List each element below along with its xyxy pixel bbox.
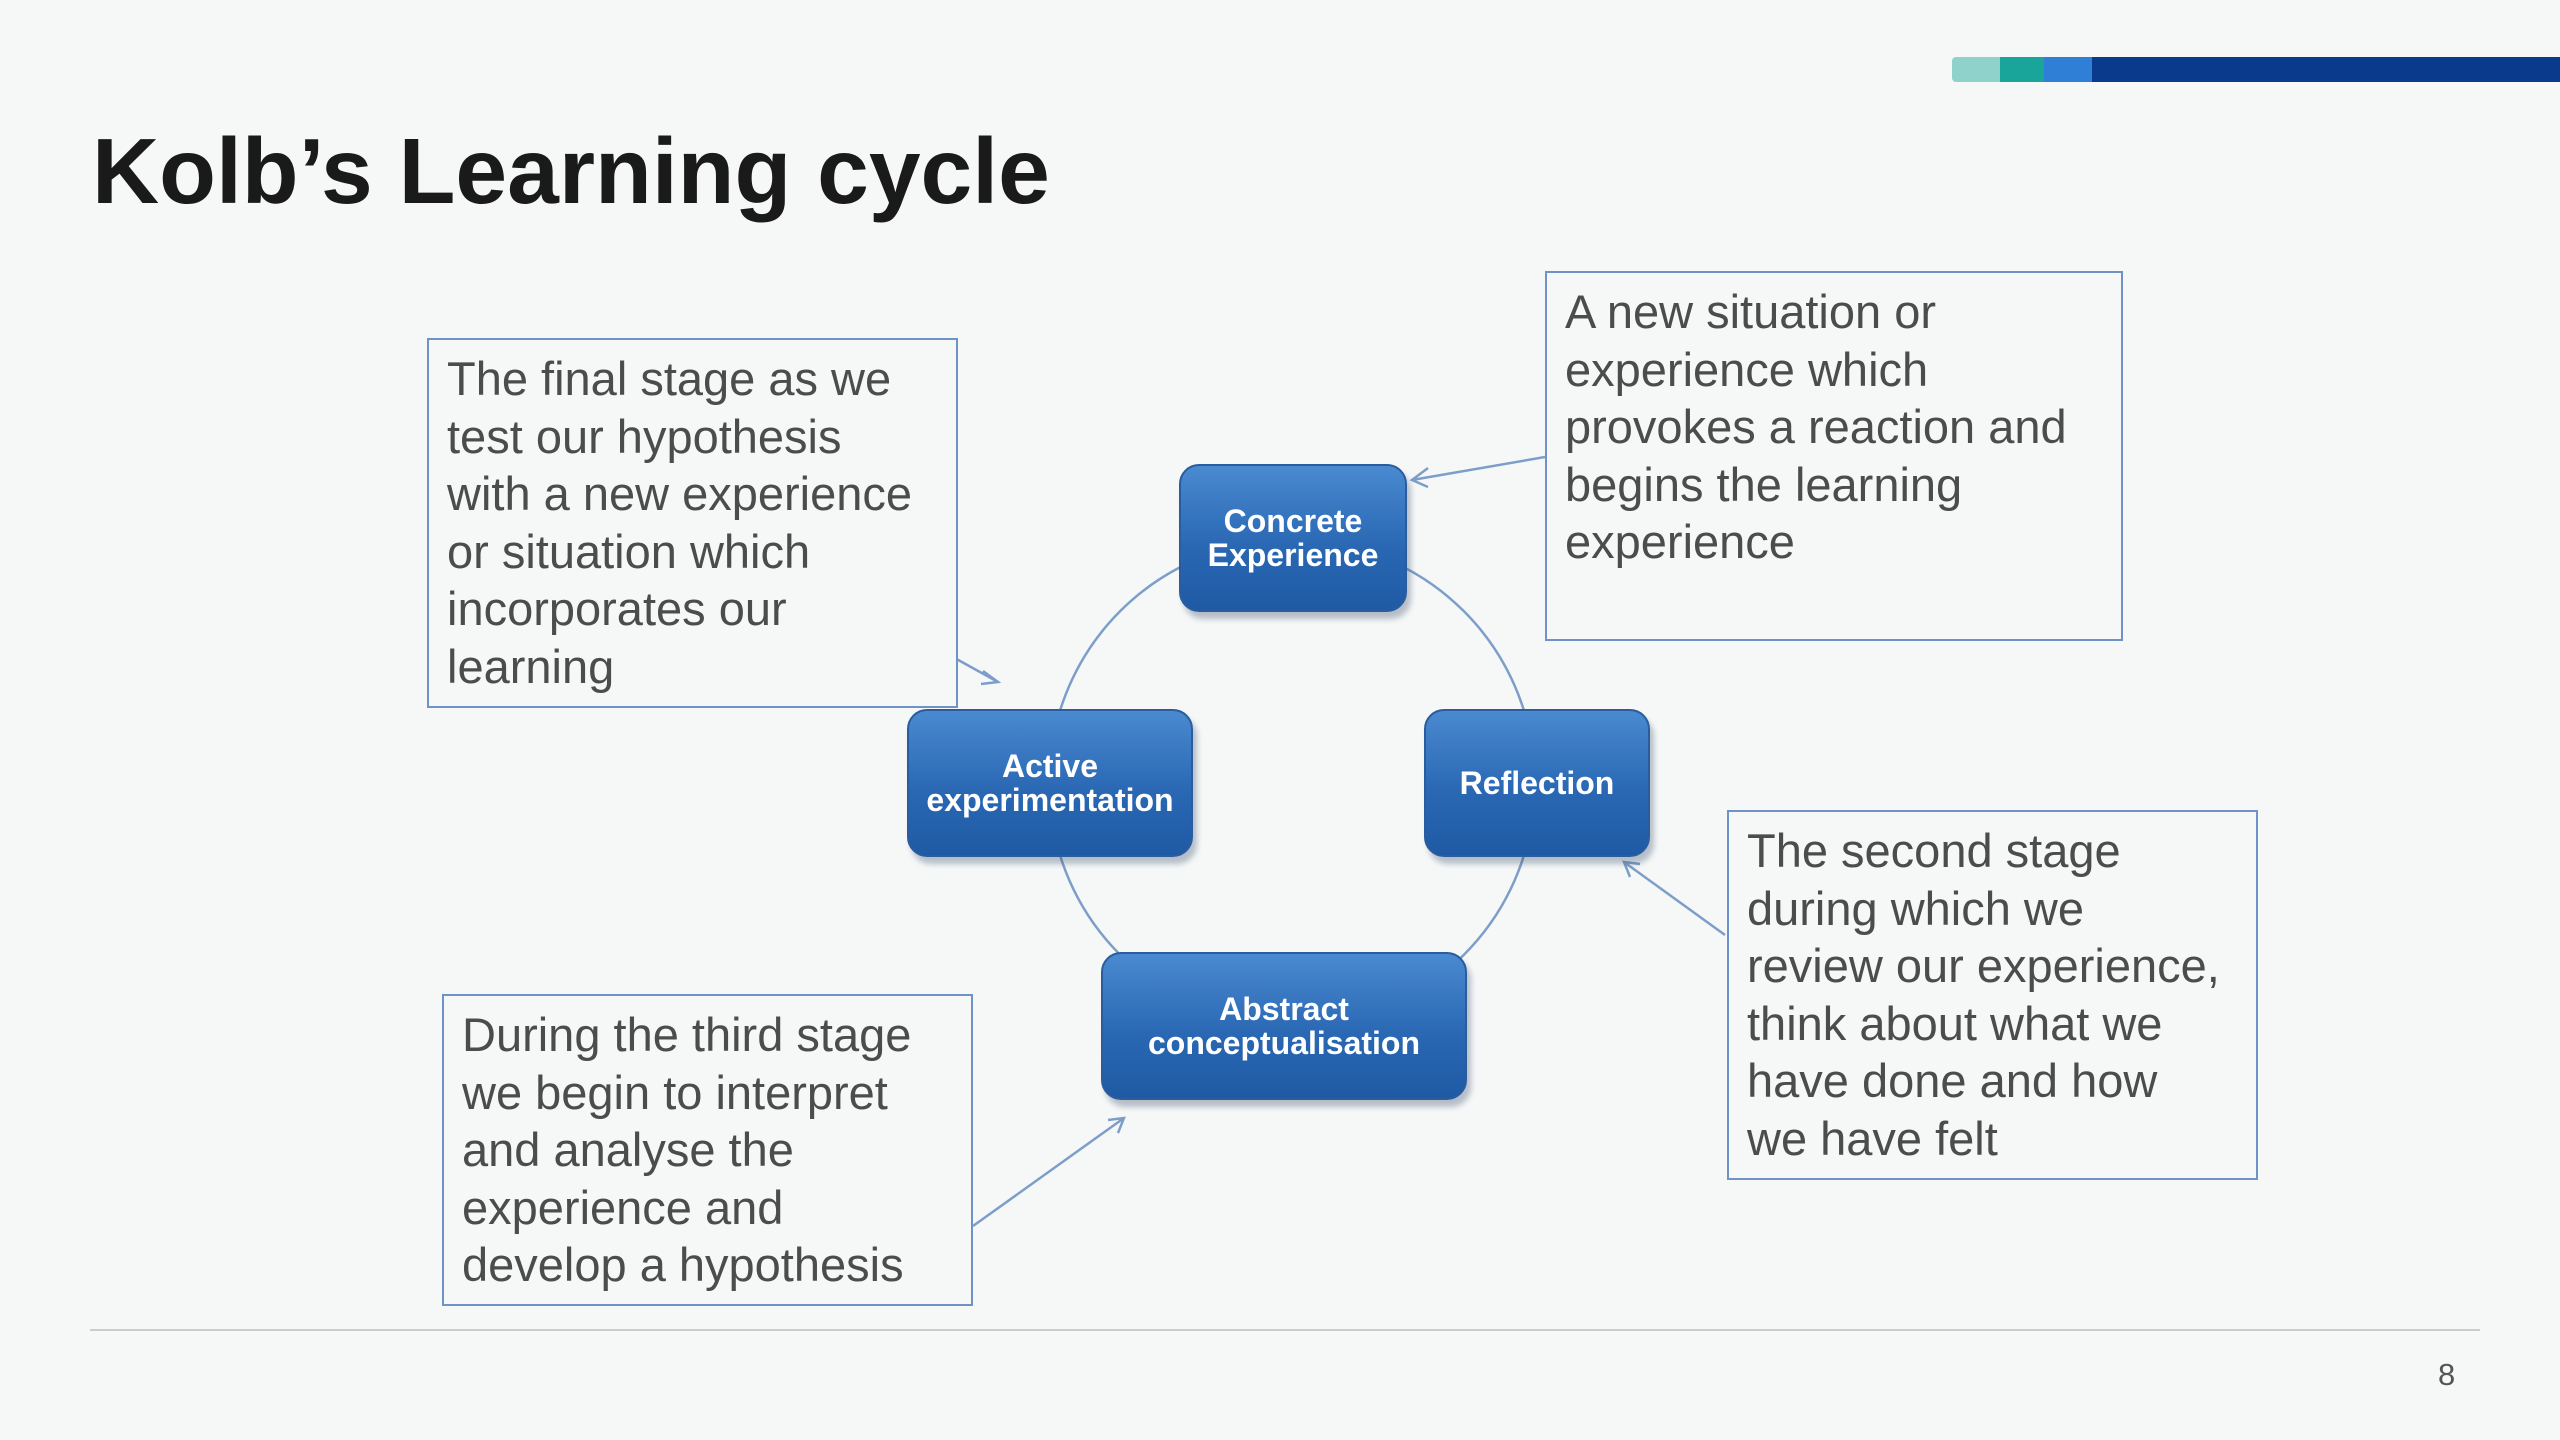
arrow-concrete [1411,455,1546,482]
callout-reflection: The second stage during which we review … [1727,810,2258,1180]
footer-divider [90,1329,2480,1331]
slide-title: Kolb’s Learning cycle [92,119,1050,223]
stage-abstract-conceptualisation: Abstract conceptualisation [1101,952,1467,1100]
accent-bar-3 [2044,57,2092,82]
arrow-abstract [972,1116,1125,1228]
stage-active-experimentation: Active experimentation [907,709,1193,857]
callout-active-experimentation: The final stage as we test our hypothesi… [427,338,958,708]
stage-concrete-experience: Concrete Experience [1179,464,1407,612]
callout-concrete-experience: A new situation or experience which prov… [1545,271,2123,641]
accent-bar-4 [2092,57,2560,82]
accent-bar-2 [2000,57,2044,82]
accent-bar-1 [1952,57,2000,82]
arrow-reflection [1623,860,1726,937]
callout-abstract-conceptualisation: During the third stage we begin to inter… [442,994,973,1306]
stage-reflection: Reflection [1424,709,1650,857]
page-number: 8 [2438,1357,2456,1392]
